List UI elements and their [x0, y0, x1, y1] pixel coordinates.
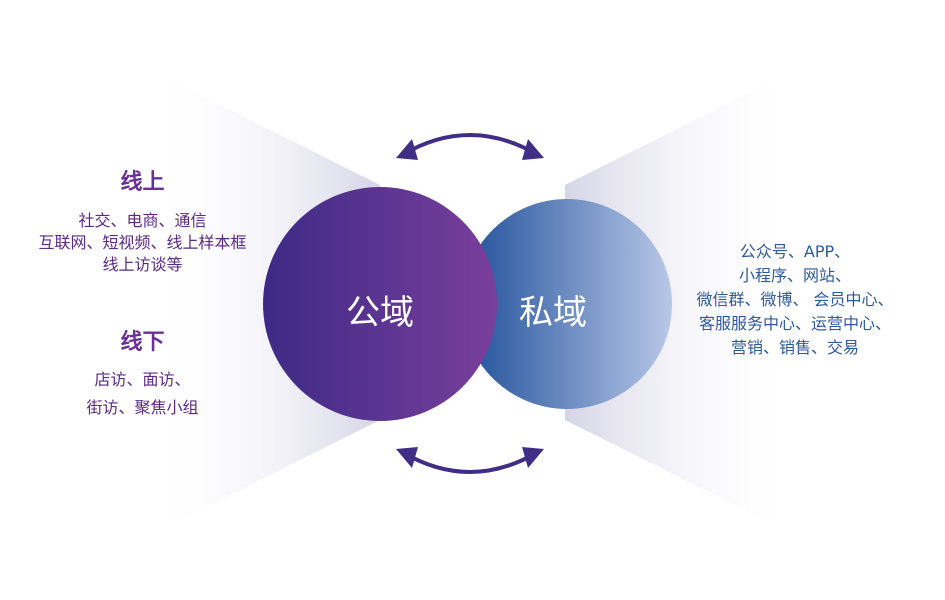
online-block: 线上 社交、电商、通信 互联网、短视频、线上样本框 线上访谈等 [20, 170, 265, 276]
offline-title: 线下 [120, 330, 165, 355]
top-arrow-right-head [522, 139, 544, 160]
private-channel-line: 微信群、微博、 会员中心、 [696, 290, 894, 309]
right-fan [565, 70, 795, 535]
offline-line: 店访、面访、 [94, 370, 191, 389]
top-arrow-curve [400, 133, 540, 157]
private-domain-label: 私域 [519, 293, 587, 333]
online-title: 线上 [120, 170, 165, 195]
private-channels-block: 公众号、APP、 小程序、网站、 微信群、微博、 会员中心、 客服服务中心、运营… [680, 240, 910, 360]
bottom-arrow-left-head [396, 447, 418, 468]
private-channel-line: 小程序、网站、 [738, 266, 851, 285]
private-channel-line: 客服服务中心、运营中心、 [698, 314, 891, 333]
public-domain-label: 公域 [346, 293, 414, 333]
online-line: 社交、电商、通信 [78, 211, 207, 230]
top-arrow-left-head [396, 139, 418, 160]
offline-line: 街访、聚焦小组 [86, 398, 199, 417]
private-domain-circle [462, 199, 672, 409]
private-channel-line: 营销、销售、交易 [730, 338, 859, 357]
online-line: 互联网、短视频、线上样本框 [38, 233, 247, 252]
private-channel-line: 公众号、APP、 [739, 242, 851, 261]
public-domain-circle [263, 187, 497, 421]
offline-block: 线下 店访、面访、 街访、聚焦小组 [20, 330, 265, 422]
bottom-arrow-curve [400, 450, 540, 474]
online-line: 线上访谈等 [102, 255, 183, 274]
bottom-arrow-right-head [522, 447, 544, 468]
